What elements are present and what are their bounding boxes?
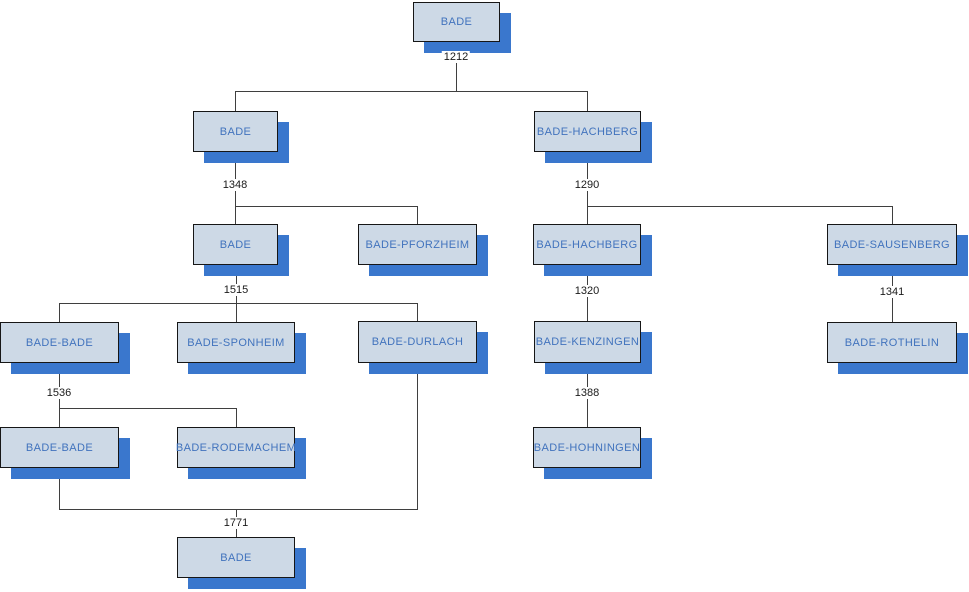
node-bade-gen3[interactable]: BADE	[193, 224, 278, 265]
connector-line	[235, 91, 236, 112]
node-label: BADE-HACHBERG	[536, 125, 639, 138]
node-bade-sausenberg[interactable]: BADE-SAUSENBERG	[827, 224, 957, 265]
year-label-1536: 1536	[44, 387, 74, 399]
year-label-1212: 1212	[441, 51, 471, 63]
node-bade-hohningen[interactable]: BADE-HOHNINGEN	[533, 427, 641, 468]
node-label: BADE	[219, 125, 252, 138]
year-label-1348: 1348	[220, 179, 250, 191]
connector-line	[59, 408, 237, 409]
connector-line	[417, 206, 418, 225]
connector-line	[587, 91, 588, 112]
year-label-1388: 1388	[572, 387, 602, 399]
node-label: BADE	[220, 551, 252, 564]
node-label: BADE-SPONHEIM	[187, 336, 285, 349]
node-bade-rodemachem[interactable]: BADE-RODEMACHEM	[175, 427, 297, 468]
connector-line	[417, 303, 418, 322]
connector-line	[456, 42, 457, 91]
node-label: BADE-DURLACH	[371, 336, 464, 348]
connector-line	[59, 509, 418, 510]
year-label-1290: 1290	[572, 179, 602, 191]
node-bade-root[interactable]: BADE	[413, 2, 500, 42]
node-label: BADE-SAUSENBERG	[833, 238, 951, 251]
year-label-1341: 1341	[877, 286, 907, 298]
node-bade-kenzingen[interactable]: BADE-KENZINGEN	[534, 321, 641, 363]
node-bade-rothelin[interactable]: BADE-ROTHELIN	[827, 322, 957, 363]
year-label-1771: 1771	[221, 517, 251, 529]
connector-line	[892, 206, 893, 225]
connector-line	[59, 303, 418, 304]
node-label: BADE-KENZINGEN	[535, 336, 640, 348]
node-label: BADE-RODEMACHEM	[175, 441, 297, 454]
node-label: BADE	[440, 16, 473, 28]
node-bade-bade-2[interactable]: BADE-BADE	[0, 427, 119, 468]
node-label: BADE-ROTHELIN	[844, 336, 940, 349]
connector-line	[59, 468, 60, 509]
connector-line	[235, 206, 418, 207]
year-label-1515: 1515	[221, 284, 251, 296]
node-label: BADE	[219, 238, 252, 251]
year-label-1320: 1320	[572, 285, 602, 297]
node-label: BADE-BADE	[25, 441, 94, 454]
node-bade-bade-1[interactable]: BADE-BADE	[0, 322, 119, 363]
node-label: BADE-PFORZHEIM	[365, 238, 470, 251]
node-bade-sponheim[interactable]: BADE-SPONHEIM	[177, 322, 295, 363]
node-bade-gen2[interactable]: BADE	[193, 111, 278, 152]
connector-line	[236, 408, 237, 427]
node-bade-hachberg-2[interactable]: BADE-HACHBERG	[533, 224, 641, 265]
node-label: BADE-HACHBERG	[536, 238, 638, 251]
node-bade-final[interactable]: BADE	[177, 537, 295, 578]
node-label: BADE-BADE	[25, 336, 94, 349]
node-bade-durlach[interactable]: BADE-DURLACH	[358, 321, 477, 363]
node-label: BADE-HOHNINGEN	[533, 441, 641, 454]
node-bade-hachberg-1[interactable]: BADE-HACHBERG	[534, 111, 641, 152]
node-bade-pforzheim[interactable]: BADE-PFORZHEIM	[358, 224, 477, 265]
connector-line	[417, 363, 418, 509]
connector-line	[59, 303, 60, 323]
connector-line	[235, 91, 588, 92]
connector-line	[587, 206, 893, 207]
